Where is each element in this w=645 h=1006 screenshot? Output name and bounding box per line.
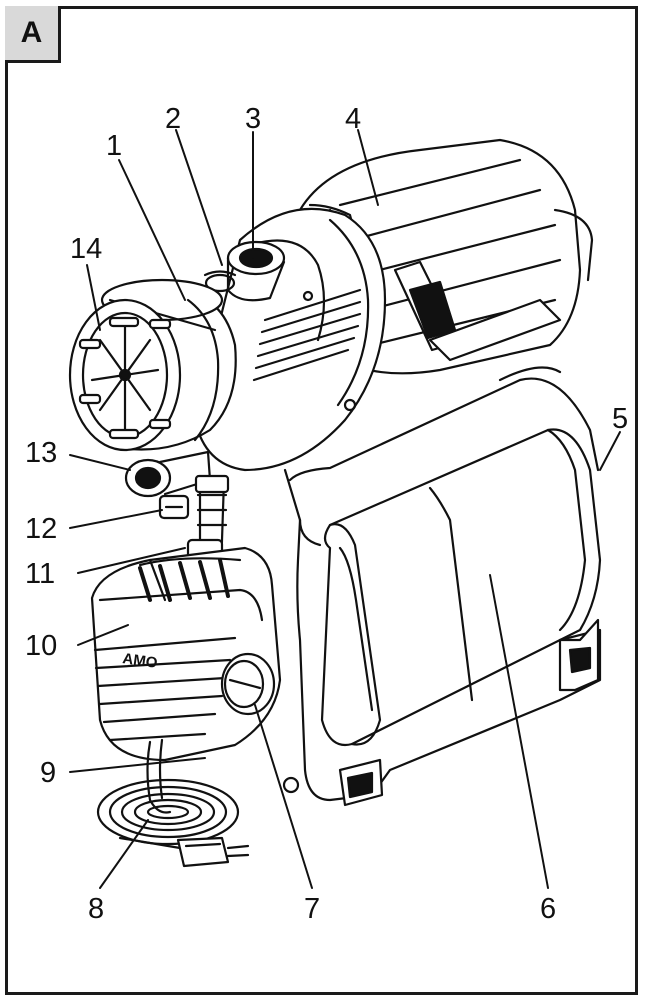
callout-labels: 1 2 3 4 5 6 7 8 9 10 11 12 13 14 bbox=[25, 103, 628, 925]
callout-2: 2 bbox=[165, 103, 181, 135]
pressure-gauge bbox=[220, 652, 276, 716]
pump-base bbox=[282, 366, 602, 807]
callout-6: 6 bbox=[540, 893, 556, 925]
callout-11: 11 bbox=[25, 558, 55, 590]
filter-cover bbox=[68, 298, 182, 452]
panel-label: A bbox=[5, 6, 61, 63]
pressure-tank bbox=[320, 428, 602, 747]
callout-5: 5 bbox=[612, 403, 628, 435]
callout-14: 14 bbox=[70, 233, 102, 265]
callout-12: 12 bbox=[25, 513, 57, 545]
callout-7: 7 bbox=[304, 893, 320, 925]
brand-mark: AMO bbox=[121, 650, 158, 672]
mains-plug bbox=[176, 836, 250, 868]
power-cable bbox=[96, 738, 240, 850]
callout-1: 1 bbox=[106, 130, 122, 162]
diagram-frame bbox=[5, 6, 638, 995]
callout-10: 10 bbox=[25, 630, 57, 662]
pump-outlet bbox=[124, 450, 212, 498]
callout-3: 3 bbox=[245, 103, 261, 135]
leader-lines bbox=[69, 129, 621, 889]
callout-4: 4 bbox=[345, 103, 361, 135]
drain-screw bbox=[158, 494, 190, 520]
pump-housing bbox=[193, 207, 387, 472]
callout-13: 13 bbox=[25, 437, 57, 469]
callout-9: 9 bbox=[40, 757, 56, 789]
callout-8: 8 bbox=[88, 893, 104, 925]
